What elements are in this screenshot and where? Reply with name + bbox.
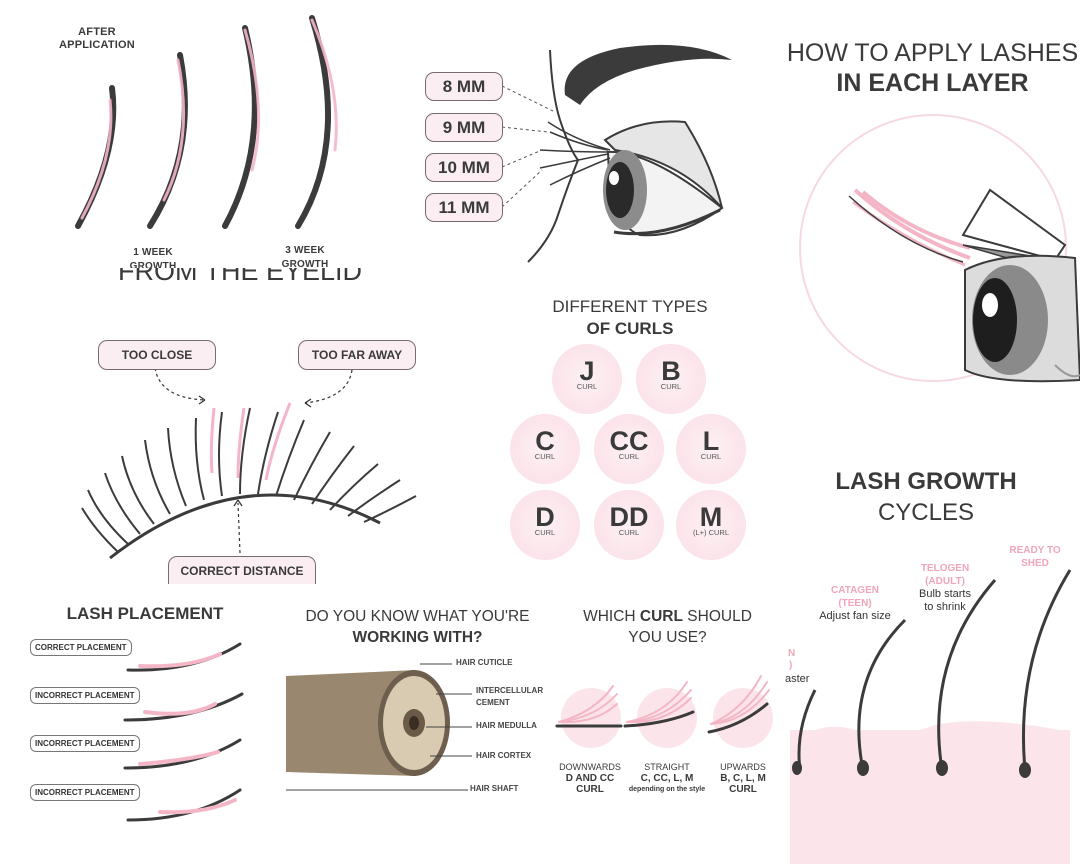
d-and-cc-label: D AND CC [565,773,615,784]
cut-off-n: N [788,648,796,659]
length-10mm-pill: 10 MM [425,153,503,182]
curl-j: J CURL [552,344,622,414]
hair-title-line1: DO YOU KNOW WHAT YOU'RE [305,608,530,625]
upwards-curl-label: CURL [729,784,757,795]
too-far-away-pill: TOO FAR AWAY [298,340,416,370]
catagen-label: CATAGEN [831,585,879,596]
upwards-curls-label: B, C, L, M [720,773,766,784]
too-close-pill: TOO CLOSE [98,340,216,370]
hair-cuticle-label: HAIR CUTICLE [456,658,513,667]
panel-curl-types: DIFFERENT TYPES OF CURLS J CURL B CURL C… [500,290,770,570]
telogen-adult-label: (ADULT) [925,576,965,587]
correct-distance-pill: CORRECT DISTANCE [168,556,316,584]
week3-label: 3 WEEK [285,245,325,256]
placement-tag-4: INCORRECT PLACEMENT [30,784,140,801]
shed-label: SHED [1021,558,1049,569]
curl-c: C CURL [510,414,580,484]
placement-title: LASH PLACEMENT [66,604,224,623]
cut-off-paren: ) [789,660,793,671]
length-8mm-pill: 8 MM [425,72,503,101]
growth-cycles-title-line2: CYCLES [877,499,975,526]
hair-medulla-label: HAIR MEDULLA [476,721,537,730]
which-curl-title-line2: YOU USE? [628,629,707,646]
week1-growth-label: GROWTH [129,261,177,268]
panel-lash-placement: LASH PLACEMENT CORRECT PLACEMENT INCORRE… [0,594,280,864]
telogen-desc-line2: to shrink [924,601,966,613]
curls-title-line1: DIFFERENT TYPES [552,297,708,316]
cement-label: CEMENT [476,698,510,707]
straight-label: STRAIGHT [644,762,690,772]
curl-l: L CURL [676,414,746,484]
panel-growth-cycles: LASH GROWTH CYCLES CATAGEN (TEEN) Adjust… [785,440,1080,864]
growth-cycles-title-line1: LASH GROWTH [835,468,1017,495]
panel-hair-structure: DO YOU KNOW WHAT YOU'RE WORKING WITH? HA… [280,594,555,864]
catagen-teen-label: (TEEN) [838,598,872,609]
after-label: AFTER [78,26,116,38]
hair-cross-section-illustration [286,663,472,791]
growth-lashes-illustration [75,15,338,229]
which-curl-title-line1: WHICH CURL SHOULD [555,606,780,627]
curl-dd: DD CURL [594,490,664,560]
curl-b: B CURL [636,344,706,414]
panel-growth-after: AFTER APPLICATION 1 WEEK GROWTH 3 WEEK G… [0,0,395,268]
downwards-curl-label: CURL [576,784,604,795]
intercellular-label: INTERCELLULAR [476,686,544,695]
depending-style-label: depending on the style [628,786,706,793]
eyelid-title: FROM THE EYELID [117,268,363,286]
which-curl-title-pre: WHICH [583,608,640,625]
ready-to-shed-label: READY TO [1009,545,1061,556]
panel-layers: HOW TO APPLY LASHES IN EACH LAYER [785,0,1080,440]
hair-shaft-label: HAIR SHAFT [470,784,519,793]
straight-curls-label: C, CC, L, M [640,773,694,784]
cut-off-aster: aster [785,673,810,685]
placement-tag-2: INCORRECT PLACEMENT [30,687,140,704]
hair-cortex-label: HAIR CORTEX [476,751,532,760]
eyelid-distance-illustration [81,367,417,560]
which-curl-title-bold: CURL [639,608,683,625]
curl-d: D CURL [510,490,580,560]
layers-title-line1: HOW TO APPLY LASHES [786,39,1079,67]
placement-lashes-illustration [123,642,244,822]
length-9mm-pill: 9 MM [425,113,503,142]
telogen-label: TELOGEN [920,563,970,574]
panel-which-curl: WHICH CURL SHOULD YOU USE? [555,594,780,864]
catagen-desc: Adjust fan size [819,610,891,622]
eye-profile-illustration [501,44,732,263]
layer-application-illustration [799,114,1080,383]
telogen-desc-line1: Bulb starts [919,588,971,600]
week1-label: 1 WEEK [133,247,173,258]
which-curl-title-post: SHOULD [682,608,752,625]
curls-title-line2: OF CURLS [586,319,674,338]
placement-tag-1: CORRECT PLACEMENT [30,639,132,656]
application-label: APPLICATION [59,39,135,51]
week3-growth-label: GROWTH [281,259,329,268]
curl-cc: CC CURL [594,414,664,484]
panel-eyelid: FROM THE EYELID TOO CLOSE TOO FAR AWAY C… [0,268,500,584]
length-11mm-pill: 11 MM [425,193,503,222]
panel-lengths: 8 MM 9 MM 10 MM 11 MM [400,0,780,268]
growth-cycle-illustration [790,569,1072,864]
hair-title-line2: WORKING WITH? [352,629,483,646]
placement-tag-3: INCORRECT PLACEMENT [30,735,140,752]
downwards-label: DOWNWARDS [559,762,621,772]
curl-direction-illustration [555,675,773,748]
curl-m: M (L+) CURL [676,490,746,560]
upwards-label: UPWARDS [720,762,766,772]
layers-title-line2: IN EACH LAYER [836,69,1029,97]
